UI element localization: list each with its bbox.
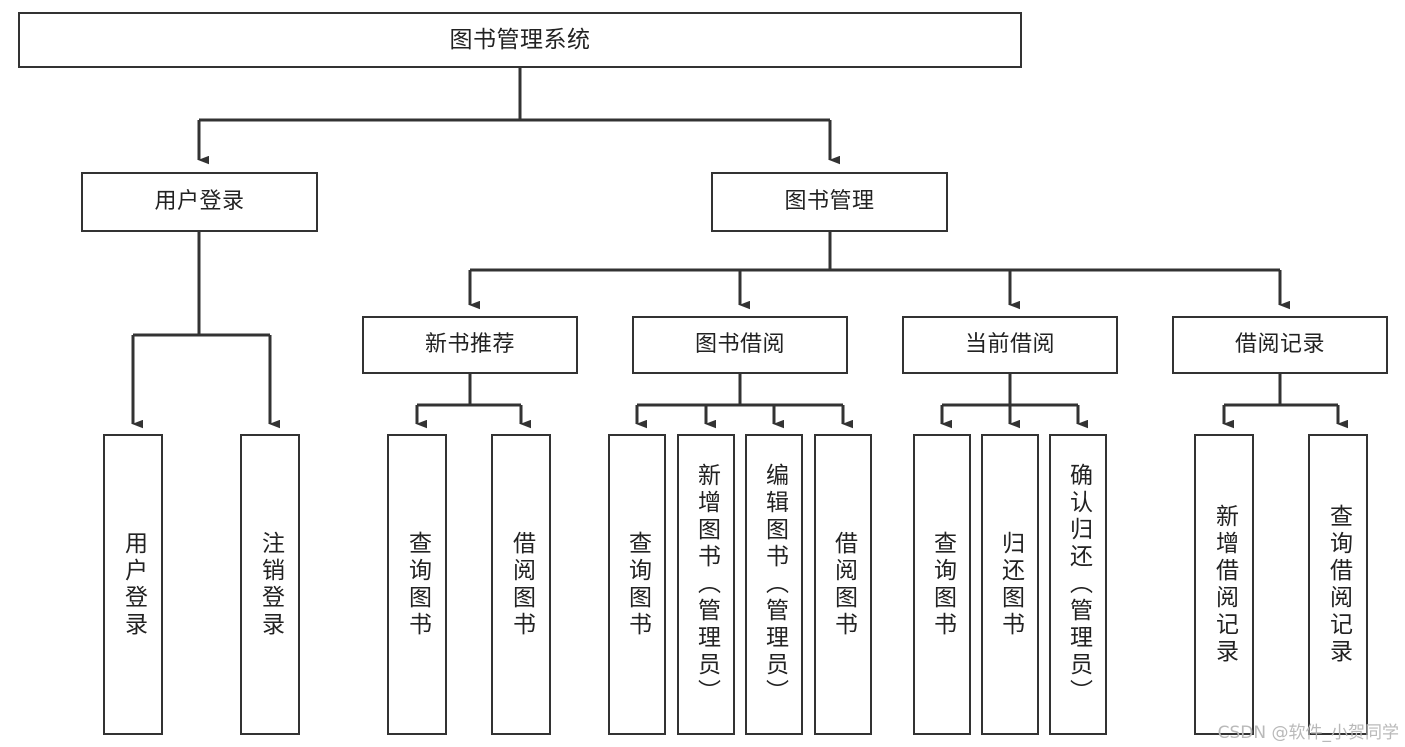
node-leaf-borrow-book-label: 借阅图书 bbox=[830, 530, 857, 639]
node-leaf-confirm-return-admin-label: 确认归还（管理员） bbox=[1065, 463, 1092, 706]
node-leaf-query-book-borrow-label: 查询图书 bbox=[624, 530, 651, 639]
node-root-system[interactable]: 图书管理系统 bbox=[18, 12, 1022, 68]
node-book-borrow[interactable]: 图书借阅 bbox=[632, 316, 848, 374]
node-leaf-return-book[interactable]: 归还图书 bbox=[981, 434, 1039, 735]
node-user-login-label: 用户登录 bbox=[154, 189, 245, 215]
node-leaf-query-book-recommend-label: 查询图书 bbox=[404, 530, 431, 639]
node-book-manage[interactable]: 图书管理 bbox=[711, 172, 948, 232]
node-leaf-query-borrow-record[interactable]: 查询借阅记录 bbox=[1308, 434, 1368, 735]
node-leaf-edit-book-admin-label: 编辑图书（管理员） bbox=[761, 463, 788, 706]
node-leaf-query-book-borrow[interactable]: 查询图书 bbox=[608, 434, 666, 735]
node-user-login[interactable]: 用户登录 bbox=[81, 172, 318, 232]
node-leaf-query-borrow-record-label: 查询借阅记录 bbox=[1325, 503, 1352, 666]
node-current-borrow[interactable]: 当前借阅 bbox=[902, 316, 1118, 374]
node-leaf-add-book-admin[interactable]: 新增图书（管理员） bbox=[677, 434, 735, 735]
node-leaf-return-book-label: 归还图书 bbox=[997, 530, 1024, 639]
node-leaf-confirm-return-admin[interactable]: 确认归还（管理员） bbox=[1049, 434, 1107, 735]
csdn-watermark: CSDN @软件_小贺同学 bbox=[1217, 723, 1399, 743]
node-leaf-query-book-current-label: 查询图书 bbox=[929, 530, 956, 639]
node-book-manage-label: 图书管理 bbox=[784, 189, 875, 215]
node-leaf-logout-label: 注销登录 bbox=[257, 530, 284, 639]
node-leaf-user-login[interactable]: 用户登录 bbox=[103, 434, 163, 735]
node-new-book-recommend-label: 新书推荐 bbox=[424, 332, 515, 358]
node-leaf-borrow-book-recommend[interactable]: 借阅图书 bbox=[491, 434, 551, 735]
node-book-borrow-label: 图书借阅 bbox=[694, 332, 785, 358]
node-leaf-borrow-book-recommend-label: 借阅图书 bbox=[508, 530, 535, 639]
node-root-system-label: 图书管理系统 bbox=[449, 26, 591, 53]
node-leaf-query-book-current[interactable]: 查询图书 bbox=[913, 434, 971, 735]
node-leaf-add-borrow-record-label: 新增借阅记录 bbox=[1211, 503, 1238, 666]
node-new-book-recommend[interactable]: 新书推荐 bbox=[362, 316, 578, 374]
node-leaf-edit-book-admin[interactable]: 编辑图书（管理员） bbox=[745, 434, 803, 735]
node-leaf-borrow-book[interactable]: 借阅图书 bbox=[814, 434, 872, 735]
node-leaf-user-login-label: 用户登录 bbox=[120, 530, 147, 639]
node-leaf-logout[interactable]: 注销登录 bbox=[240, 434, 300, 735]
node-borrow-record-label: 借阅记录 bbox=[1234, 332, 1325, 358]
node-leaf-add-borrow-record[interactable]: 新增借阅记录 bbox=[1194, 434, 1254, 735]
node-leaf-add-book-admin-label: 新增图书（管理员） bbox=[693, 463, 720, 706]
node-borrow-record[interactable]: 借阅记录 bbox=[1172, 316, 1388, 374]
node-current-borrow-label: 当前借阅 bbox=[964, 332, 1055, 358]
node-leaf-query-book-recommend[interactable]: 查询图书 bbox=[387, 434, 447, 735]
